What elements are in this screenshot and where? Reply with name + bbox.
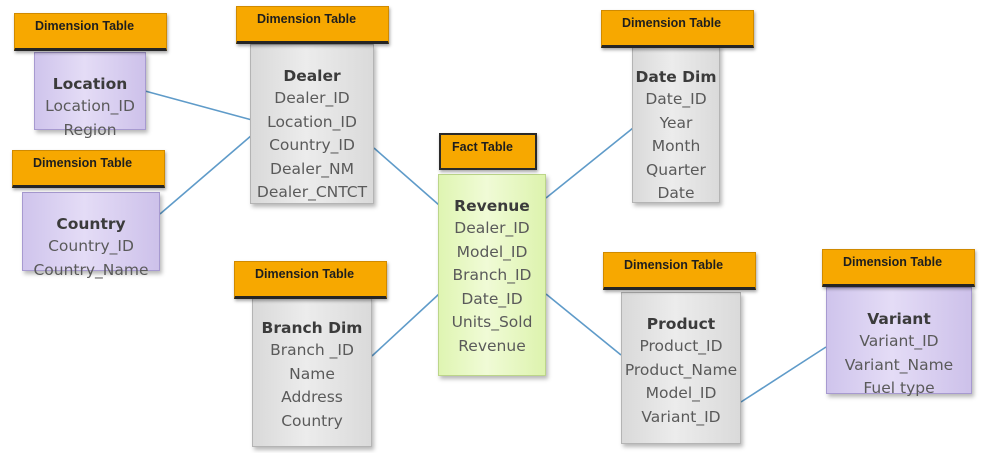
field: Year [659,113,693,132]
field: Branch _ID [270,341,354,359]
table-variant[interactable]: Variant Variant_ID Variant_Name Fuel typ… [826,287,972,397]
field: Model_ID [456,242,528,261]
field-list-variant: Variant_ID Variant_Name Fuel type [827,330,971,401]
table-title-date-dim: Date Dim [635,68,717,86]
field: Variant_ID [859,332,939,350]
field: Units_Sold [451,313,533,331]
field: Month [651,137,701,155]
field: Model_ID [645,384,717,402]
tag-product: Dimension Table [603,252,756,290]
field: Country [281,411,343,430]
field: Date [657,184,695,202]
field: Region [63,120,117,139]
field: Dealer_NM [270,159,354,178]
table-title-dealer: Dealer [283,67,341,85]
field: Country_Name [33,260,149,279]
connector-variant-product [740,346,827,403]
field: Dealer_ID [274,89,350,107]
field: Location_ID [267,112,357,131]
table-title-branch-dim: Branch Dim [261,319,363,337]
field-list-branch-dim: Branch _ID Name Address Country [253,339,371,433]
field-list-dealer: Dealer_ID Location_ID Country_ID Dealer_… [251,87,373,205]
field: Variant_ID [641,407,721,426]
field: Dealer_ID [454,219,530,237]
table-branch-dim[interactable]: Branch Dim Branch _ID Name Address Count… [252,296,372,447]
table-title-country: Country [56,215,126,233]
tag-location: Dimension Table [14,13,167,51]
table-title-product: Product [646,315,716,333]
field: Address [281,388,343,406]
field: Location_ID [45,97,135,115]
tag-date-dim: Dimension Table [601,10,754,48]
field-list-product: Product_ID Product_Name Model_ID Variant… [622,335,740,429]
field: Branch_ID [452,266,532,284]
tag-variant: Dimension Table [822,249,975,287]
table-title-location: Location [52,75,128,93]
connector-location-dealer [144,90,253,121]
field: Date_ID [645,90,707,108]
connector-datedim-revenue [545,127,634,199]
tag-country: Dimension Table [12,150,165,188]
field: Name [289,364,335,383]
field: Quarter [646,160,706,179]
field-list-date-dim: Date_ID Year Month Quarter Date [633,88,719,206]
field: Product_ID [639,337,723,355]
table-title-variant: Variant [867,310,931,328]
field: Variant_Name [844,355,954,374]
field: Country_ID [48,237,134,255]
field: Dealer_CNTCT [256,183,368,201]
table-country[interactable]: Country Country_ID Country_Name [22,192,160,279]
field: Fuel type [863,379,935,397]
table-dealer[interactable]: Dealer Dealer_ID Location_ID Country_ID … [250,44,374,204]
connector-branch-revenue [371,293,440,357]
tag-dealer: Dimension Table [236,6,389,44]
table-product[interactable]: Product Product_ID Product_Name Model_ID… [621,292,741,444]
field: Product_Name [624,360,738,379]
table-title-revenue: Revenue [454,197,530,215]
table-location[interactable]: Location Location_ID Region [34,52,146,139]
table-date-dim[interactable]: Date Dim Date_ID Year Month Quarter Date [632,45,720,203]
field: Revenue [458,336,526,355]
field-list-country: Country_ID Country_Name [23,235,159,282]
tag-branch-dim: Dimension Table [234,261,387,299]
table-revenue[interactable]: Revenue Dealer_ID Model_ID Branch_ID Dat… [438,174,546,376]
connector-product-revenue [545,293,622,356]
connector-country-dealer [159,134,253,215]
tag-revenue: Fact Table [439,133,537,170]
field: Date_ID [461,289,523,308]
field-list-revenue: Dealer_ID Model_ID Branch_ID Date_ID Uni… [439,217,545,358]
connector-dealer-revenue [373,147,440,206]
field-list-location: Location_ID Region [35,95,145,142]
field: Country_ID [269,136,355,154]
